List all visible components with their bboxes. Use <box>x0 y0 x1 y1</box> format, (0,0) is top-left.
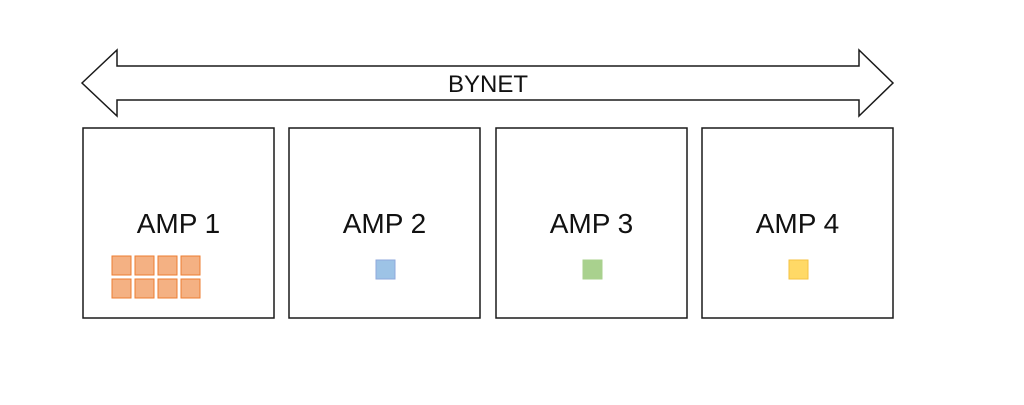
data-block <box>180 278 201 299</box>
amp-box-1: AMP 1 <box>82 127 275 319</box>
data-block <box>157 278 178 299</box>
amp-box-4: AMP 4 <box>701 127 894 319</box>
amp-data-blocks <box>582 259 603 280</box>
data-block <box>134 255 155 276</box>
amp-label: AMP 2 <box>343 208 427 239</box>
amp-data-blocks <box>788 259 809 280</box>
data-block <box>180 255 201 276</box>
amp-label: AMP 4 <box>756 208 840 239</box>
data-block <box>788 259 809 280</box>
amp-box-2: AMP 2 <box>288 127 481 319</box>
data-block <box>582 259 603 280</box>
amp-data-blocks <box>375 259 396 280</box>
amp-box-frame <box>288 127 481 319</box>
amp-data-blocks <box>111 255 201 299</box>
amp-box-3: AMP 3 <box>495 127 688 319</box>
amp-label: AMP 3 <box>550 208 634 239</box>
amp-box-frame <box>701 127 894 319</box>
data-block <box>111 255 132 276</box>
data-block <box>134 278 155 299</box>
data-block <box>157 255 178 276</box>
amp-box-frame <box>495 127 688 319</box>
bynet-label: BYNET <box>448 71 528 98</box>
bynet-double-arrow <box>80 48 895 118</box>
data-block <box>111 278 132 299</box>
data-block <box>375 259 396 280</box>
amp-label: AMP 1 <box>137 208 221 239</box>
